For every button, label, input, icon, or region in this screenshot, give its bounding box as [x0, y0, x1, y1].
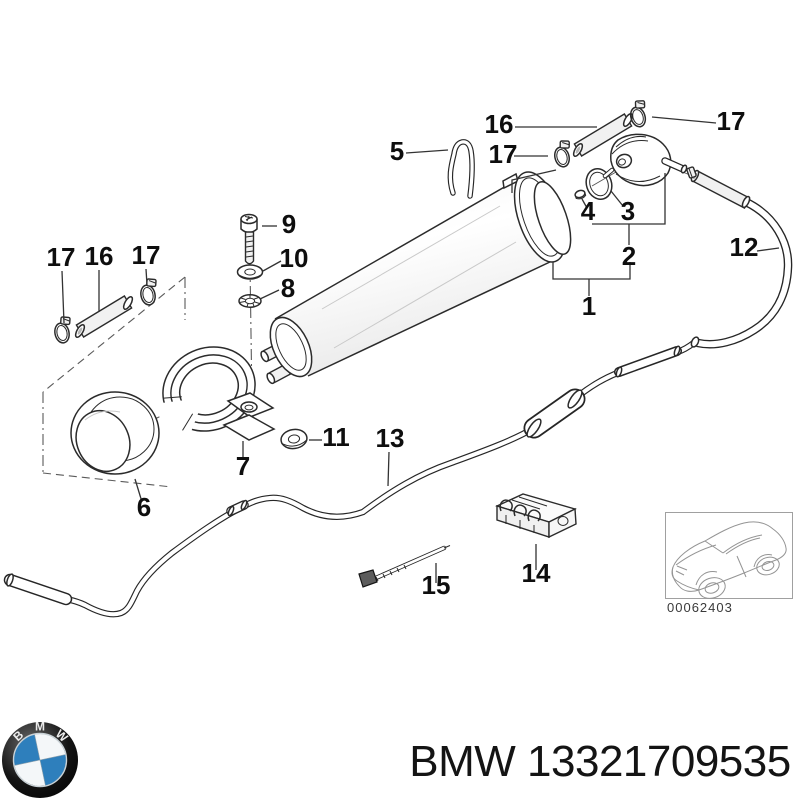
callout-7: 7 [236, 451, 250, 481]
callout-3: 3 [621, 196, 635, 226]
callout-labels: 16 17 5 17 9 10 8 4 3 2 12 1 17 16 17 11… [47, 106, 759, 600]
fuel-filter-body [260, 171, 572, 385]
image-number: 00062403 [667, 600, 733, 615]
bolt-9 [240, 213, 258, 265]
pressure-regulator-3 [591, 133, 697, 187]
callout-13: 13 [376, 423, 405, 453]
retaining-clip-5 [447, 139, 475, 199]
hose-16-left [74, 295, 134, 338]
callout-14: 14 [522, 558, 551, 588]
callout-5: 5 [390, 136, 404, 166]
clip-block-14 [495, 493, 577, 539]
callout-6: 6 [137, 492, 151, 522]
cable-tie-15 [358, 545, 451, 588]
callout-17-mid: 17 [489, 139, 518, 169]
part-number-text: BMW 13321709535 [409, 737, 790, 786]
thumbnail-border [665, 512, 793, 599]
callout-2: 2 [622, 241, 636, 271]
logo-letter-m: M [35, 720, 45, 734]
callout-16-top: 16 [485, 109, 514, 139]
callout-9: 9 [282, 209, 296, 239]
callout-16-left: 16 [85, 241, 114, 271]
callout-17-left-b: 17 [132, 240, 161, 270]
fuel-line-13 [3, 338, 699, 618]
callout-17-left-a: 17 [47, 242, 76, 272]
nut-4 [574, 189, 587, 200]
washer-11 [280, 428, 308, 450]
rubber-ring-6 [70, 391, 160, 475]
vehicle-thumbnail: 00062403 [665, 512, 793, 615]
washer-10 [236, 264, 264, 280]
callout-1: 1 [582, 291, 596, 321]
callout-10: 10 [280, 243, 309, 273]
bmw-logo: B M W [2, 720, 78, 798]
clamp-mid-pointer [511, 169, 557, 193]
callout-15: 15 [422, 570, 451, 600]
callout-17-top: 17 [717, 106, 746, 136]
leader-lines [61, 116, 780, 583]
callout-8: 8 [281, 273, 295, 303]
hose-12 [690, 169, 793, 349]
clamp-band-7 [156, 346, 276, 441]
car-icon [671, 521, 787, 599]
o-ring-3 [585, 168, 613, 200]
callout-12: 12 [730, 232, 759, 262]
callout-11: 11 [322, 422, 350, 452]
lock-washer-8 [238, 294, 262, 308]
footer: B M W BMW 13321709535 [2, 720, 791, 798]
callout-4: 4 [581, 196, 596, 226]
